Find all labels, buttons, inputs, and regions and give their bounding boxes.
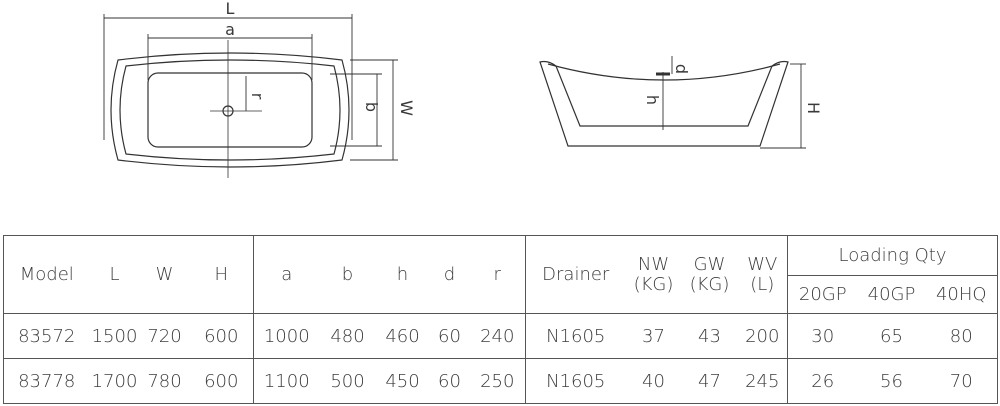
cell-r: 240 [469,313,526,359]
cell-drainer: N1605 [525,358,626,404]
cell-nw: 37 [625,313,682,359]
header-r: r [469,235,526,314]
header-40gp: 40GP [857,275,926,314]
inner-rim-outline [119,59,341,161]
cell-20gp: 26 [787,358,858,404]
top-view-dimensions [103,14,398,161]
header-wv: WV (L) [737,235,788,314]
cell-a: 1100 [253,358,320,404]
cell-40gp: 56 [857,358,926,404]
cell-d: 60 [429,313,470,359]
header-nw: NW (KG) [625,235,682,314]
header-b: b [319,235,376,314]
top-view-drawing [110,40,350,178]
label-L: L [226,0,235,18]
header-20gp: 20GP [787,275,858,314]
side-view-dimensions [662,56,806,149]
specification-table: Model L W H a b h d r Drainer NW (KG) GW… [3,235,999,404]
label-H: H [804,102,823,114]
cell-gw: 43 [681,313,738,359]
table-row: 83778 1700 780 600 1100 500 450 60 250 N… [3,358,999,404]
header-a: a [253,235,320,314]
cell-40hq: 80 [925,313,999,359]
header-gw-line1: GW [693,253,726,275]
table-row: 83572 1500 720 600 1000 480 460 60 240 N… [3,313,999,359]
cell-r: 250 [469,358,526,404]
label-a: a [225,20,235,39]
header-nw-line2: (KG) [633,273,674,295]
side-view-drawing [539,60,789,147]
header-gw: GW (KG) [681,235,738,314]
header-nw-line1: NW [637,253,670,275]
cell-b: 480 [319,313,376,359]
cell-b: 500 [319,358,376,404]
cell-H: 600 [189,358,254,404]
header-40hq: 40HQ [925,275,999,314]
label-h: h [643,95,662,105]
header-drainer: Drainer [525,235,626,314]
cell-nw: 40 [625,358,682,404]
cell-model: 83778 [3,358,90,404]
cell-W: 720 [139,313,190,359]
cell-gw: 47 [681,358,738,404]
label-r: r [248,93,267,100]
header-wv-line2: (L) [750,273,775,295]
cell-d: 60 [429,358,470,404]
cell-wv: 245 [737,358,788,404]
header-model: Model [3,235,90,314]
header-H: H [189,235,254,314]
cell-40hq: 70 [925,358,999,404]
label-d: d [672,64,691,74]
side-view-inner-rim [547,63,781,81]
label-W: W [397,100,416,116]
bathtub-dimension-diagram: L a r b W h d H [103,0,823,178]
table-header-row-1: Model L W H a b h d r Drainer NW (KG) GW… [3,235,999,314]
cell-h: 460 [375,313,430,359]
cell-h: 450 [375,358,430,404]
cell-20gp: 30 [787,313,858,359]
header-h: h [375,235,430,314]
header-wv-line1: WV [747,253,778,275]
header-W: W [139,235,190,314]
cell-L: 1500 [89,313,140,359]
cell-W: 780 [139,358,190,404]
outer-rim-outline [110,52,350,168]
basin-outline [147,72,313,148]
cell-H: 600 [189,313,254,359]
cell-model: 83572 [3,313,90,359]
header-L: L [89,235,140,314]
label-b: b [362,102,381,112]
cell-L: 1700 [89,358,140,404]
cell-40gp: 65 [857,313,926,359]
header-loading-qty: Loading Qty [786,235,999,276]
cell-a: 1000 [253,313,320,359]
cell-wv: 200 [737,313,788,359]
header-d: d [429,235,470,314]
header-gw-line2: (KG) [689,273,730,295]
cell-drainer: N1605 [525,313,626,359]
